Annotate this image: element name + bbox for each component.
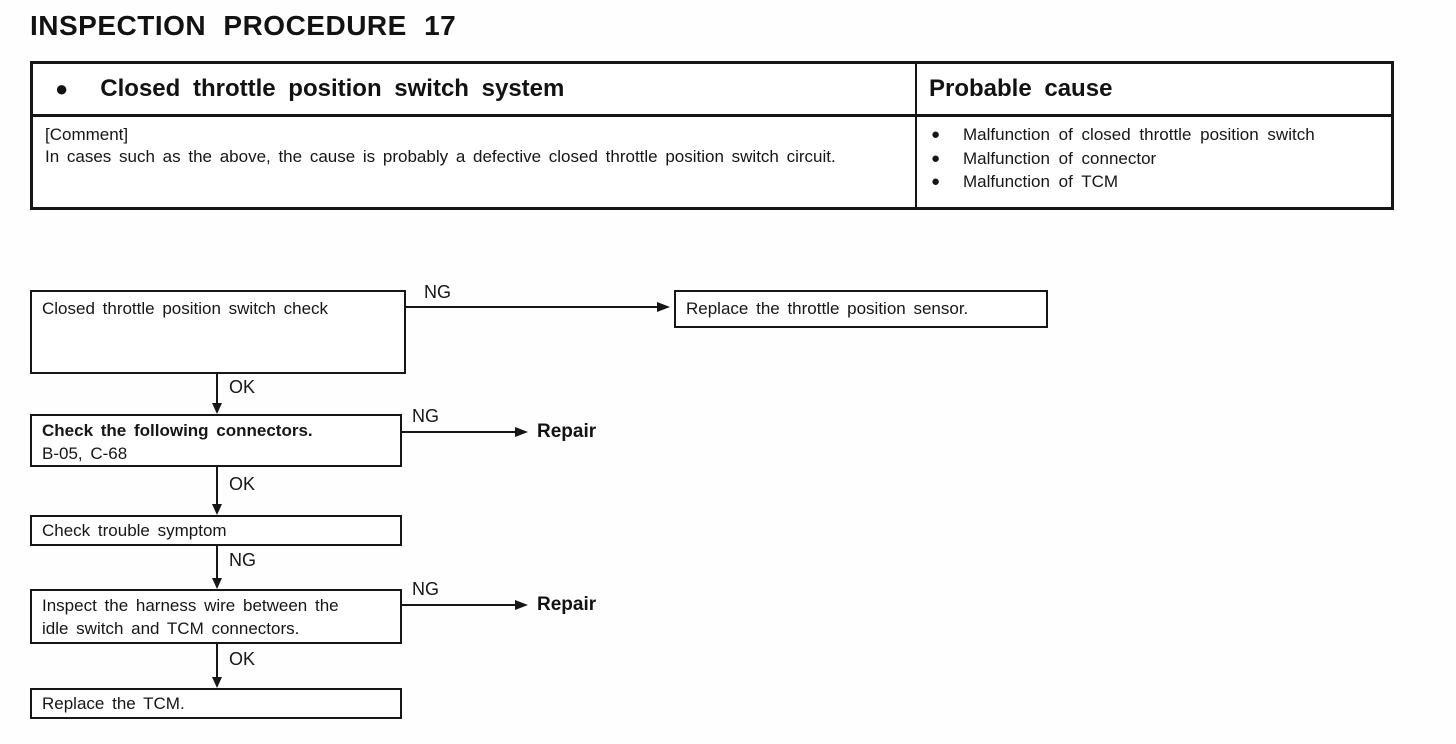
repair-label: Repair bbox=[537, 594, 597, 615]
arrow-right-icon bbox=[657, 302, 670, 312]
flow-step-4-line2: idle switch and TCM connectors. bbox=[42, 619, 300, 638]
connector-line bbox=[216, 546, 218, 579]
arrow-down-icon bbox=[212, 403, 222, 414]
probable-cause-header-cell: Probable cause bbox=[915, 64, 1391, 117]
arrow-right-icon bbox=[515, 427, 528, 437]
repair-label: Repair bbox=[537, 421, 597, 442]
ok-label: OK bbox=[229, 474, 256, 494]
system-header-cell: ● Closed throttle position switch system bbox=[33, 64, 915, 117]
ok-label: OK bbox=[229, 649, 256, 669]
flow-step-5-box: Replace the TCM. bbox=[30, 688, 402, 719]
list-item: ● Malfunction of connector bbox=[931, 147, 1385, 171]
cause-text: Malfunction of TCM bbox=[963, 172, 1119, 191]
ng-label: NG bbox=[412, 406, 439, 426]
connector-line bbox=[216, 374, 218, 404]
flow-step-4-box: Inspect the harness wire between the idl… bbox=[30, 589, 402, 644]
ng-label: NG bbox=[412, 579, 439, 599]
probable-cause-header-label: Probable cause bbox=[929, 75, 1113, 102]
list-item: ● Malfunction of TCM bbox=[931, 170, 1385, 194]
flow-ng-action-1-text: Replace the throttle position sensor. bbox=[686, 299, 969, 318]
flow-step-1-text: Closed throttle position switch check bbox=[42, 299, 329, 318]
bullet-icon: ● bbox=[931, 173, 941, 190]
flow-step-2-box: Check the following connectors. B-05, C-… bbox=[30, 414, 402, 467]
bullet-icon: ● bbox=[931, 149, 941, 167]
flow-step-1-box: Closed throttle position switch check bbox=[30, 290, 406, 374]
cause-text: Malfunction of closed throttle position … bbox=[963, 125, 1315, 144]
ok-label: OK bbox=[229, 377, 256, 397]
flow-step-4-line1: Inspect the harness wire between the bbox=[42, 596, 339, 615]
ng-label: NG bbox=[424, 282, 451, 302]
comment-tag: [Comment] bbox=[45, 125, 129, 144]
cause-text: Malfunction of connector bbox=[963, 148, 1157, 168]
page-title: INSPECTION PROCEDURE 17 bbox=[30, 10, 457, 41]
flow-step-2-line1: Check the following connectors. bbox=[42, 421, 313, 440]
flow-ng-action-1-box: Replace the throttle position sensor. bbox=[674, 290, 1048, 328]
summary-table: ● Closed throttle position switch system… bbox=[30, 61, 1394, 210]
flow-step-2-line2: B-05, C-68 bbox=[42, 444, 128, 463]
comment-cell: [Comment] In cases such as the above, th… bbox=[33, 117, 915, 207]
arrow-right-icon bbox=[515, 600, 528, 610]
flow-step-5-text: Replace the TCM. bbox=[42, 693, 185, 713]
system-header-label: Closed throttle position switch system bbox=[100, 75, 565, 102]
connector-line bbox=[216, 644, 218, 678]
ng-label: NG bbox=[229, 550, 256, 570]
flow-step-3-box: Check trouble symptom bbox=[30, 515, 402, 546]
comment-text: In cases such as the above, the cause is… bbox=[45, 146, 836, 166]
arrow-down-icon bbox=[212, 677, 222, 688]
arrow-down-icon bbox=[212, 504, 222, 515]
connector-line bbox=[216, 467, 218, 505]
list-item: ● Malfunction of closed throttle positio… bbox=[931, 123, 1385, 147]
bullet-icon: ● bbox=[55, 76, 69, 101]
probable-cause-list: ● Malfunction of closed throttle positio… bbox=[915, 117, 1391, 207]
bullet-icon: ● bbox=[931, 126, 941, 143]
flow-step-3-text: Check trouble symptom bbox=[42, 520, 227, 540]
connector-line bbox=[402, 431, 516, 433]
connector-line bbox=[402, 604, 516, 606]
arrow-down-icon bbox=[212, 578, 222, 589]
connector-line bbox=[406, 306, 658, 308]
